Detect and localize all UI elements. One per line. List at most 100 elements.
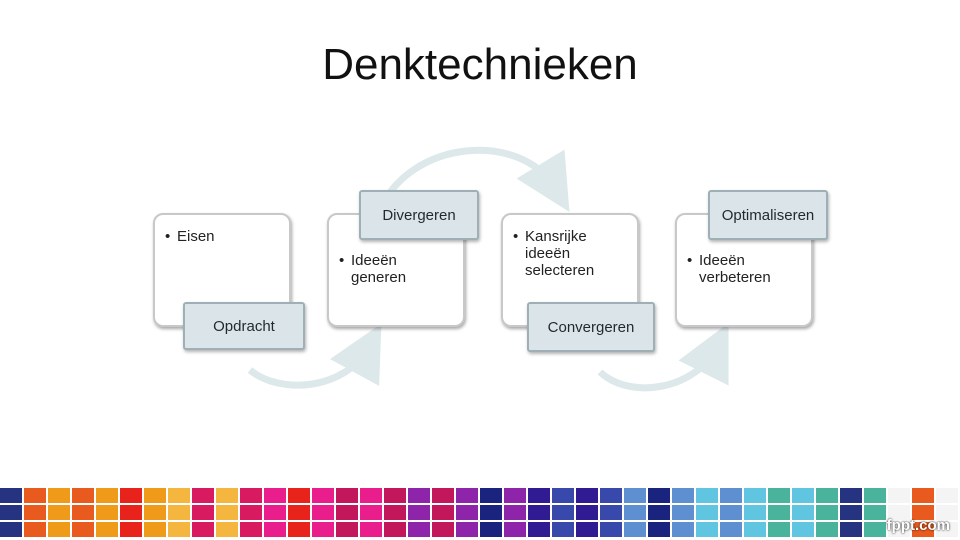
footer-color-cell xyxy=(552,505,574,520)
footer-color-cell xyxy=(264,505,286,520)
footer-color-cell xyxy=(24,488,46,503)
footer-color-cell xyxy=(600,522,622,537)
step-label-opdracht: Opdracht xyxy=(183,302,305,350)
footer-color-cell xyxy=(96,488,118,503)
step-bullet-optimaliseren: Ideeën verbeteren xyxy=(699,252,789,286)
footer-color-cell xyxy=(480,522,502,537)
footer-color-cell xyxy=(864,488,886,503)
footer-color-cell xyxy=(840,488,862,503)
footer-color-cell xyxy=(648,505,670,520)
footer-color-cell xyxy=(144,505,166,520)
footer-color-cell xyxy=(216,488,238,503)
footer-color-cell xyxy=(288,522,310,537)
footer-color-cell xyxy=(360,522,382,537)
footer-color-cell xyxy=(816,505,838,520)
footer-color-cell xyxy=(336,505,358,520)
footer-color-cell xyxy=(720,488,742,503)
footer-color-cell xyxy=(408,488,430,503)
footer-color-cell xyxy=(72,522,94,537)
footer-color-cell xyxy=(744,488,766,503)
footer-color-cell xyxy=(840,522,862,537)
footer-color-cell xyxy=(720,505,742,520)
footer-color-cell xyxy=(336,522,358,537)
footer-color-cell xyxy=(72,488,94,503)
footer-color-cell xyxy=(696,488,718,503)
footer-color-cell xyxy=(936,488,958,503)
footer-color-cell xyxy=(312,522,334,537)
footer-color-cell xyxy=(240,488,262,503)
footer-color-cell xyxy=(288,488,310,503)
footer-color-cell xyxy=(528,505,550,520)
footer-color-cell xyxy=(576,505,598,520)
footer-color-cell xyxy=(648,522,670,537)
footer-color-cell xyxy=(528,488,550,503)
footer-color-cell xyxy=(168,505,190,520)
footer-color-cell xyxy=(72,505,94,520)
footer-color-cell xyxy=(48,522,70,537)
footer-color-cell xyxy=(168,522,190,537)
footer-color-cell xyxy=(504,505,526,520)
footer-color-cell xyxy=(912,488,934,503)
footer-color-cell xyxy=(552,522,574,537)
footer-color-cell xyxy=(0,505,22,520)
footer-color-cell xyxy=(264,488,286,503)
step-label-divergeren: Divergeren xyxy=(359,190,479,240)
footer-color-cell xyxy=(456,488,478,503)
footer-color-cell xyxy=(792,505,814,520)
footer-color-cell xyxy=(0,522,22,537)
footer-color-cell xyxy=(288,505,310,520)
footer-color-cell xyxy=(0,488,22,503)
footer-color-cell xyxy=(672,522,694,537)
footer-color-cell xyxy=(408,522,430,537)
step-bullet-divergeren: Ideeën generen xyxy=(351,252,431,286)
footer-color-cell xyxy=(48,505,70,520)
footer-color-cell xyxy=(480,505,502,520)
footer-color-cell xyxy=(768,522,790,537)
footer-color-cell xyxy=(48,488,70,503)
footer-color-cell xyxy=(768,505,790,520)
footer-color-cell xyxy=(816,488,838,503)
footer-color-cell xyxy=(672,488,694,503)
footer-color-cell xyxy=(624,488,646,503)
footer-color-cell xyxy=(384,505,406,520)
footer-color-cell xyxy=(96,505,118,520)
footer-color-cell xyxy=(816,522,838,537)
footer-color-cell xyxy=(576,488,598,503)
step-bullet-opdracht: Eisen xyxy=(177,228,289,245)
footer-color-cell xyxy=(768,488,790,503)
footer-color-cell xyxy=(792,488,814,503)
footer-color-cell xyxy=(336,488,358,503)
footer-color-cell xyxy=(600,488,622,503)
footer-color-cell xyxy=(264,522,286,537)
step-label-optimaliseren: Optimaliseren xyxy=(708,190,828,240)
footer-color-cell xyxy=(888,488,910,503)
footer-color-cell xyxy=(168,488,190,503)
arrow-bottom-1 xyxy=(250,348,368,385)
footer-color-cell xyxy=(96,522,118,537)
footer-color-cell xyxy=(456,522,478,537)
footer-color-cell xyxy=(792,522,814,537)
footer-color-cell xyxy=(600,505,622,520)
footer-color-cell xyxy=(504,488,526,503)
footer-color-cell xyxy=(744,522,766,537)
step-bullet-convergeren: Kansrijke ideeën selecteren xyxy=(525,228,610,279)
footer-color-cell xyxy=(384,488,406,503)
footer-color-cell xyxy=(24,505,46,520)
footer-color-cell xyxy=(576,522,598,537)
footer-color-cell xyxy=(552,488,574,503)
footer-color-cell xyxy=(456,505,478,520)
footer-color-cell xyxy=(624,505,646,520)
footer-color-cell xyxy=(720,522,742,537)
footer-color-cell xyxy=(480,488,502,503)
footer-color-cell xyxy=(240,522,262,537)
footer-color-cell xyxy=(312,505,334,520)
footer-color-cell xyxy=(192,522,214,537)
footer-color-cell xyxy=(360,488,382,503)
footer-color-cell xyxy=(744,505,766,520)
footer-color-cell xyxy=(696,505,718,520)
footer-logo: fppt.com xyxy=(887,517,950,534)
arrow-bottom-2 xyxy=(600,348,716,388)
footer-color-cell xyxy=(432,522,454,537)
footer-color-cell xyxy=(120,522,142,537)
footer-color-cell xyxy=(696,522,718,537)
